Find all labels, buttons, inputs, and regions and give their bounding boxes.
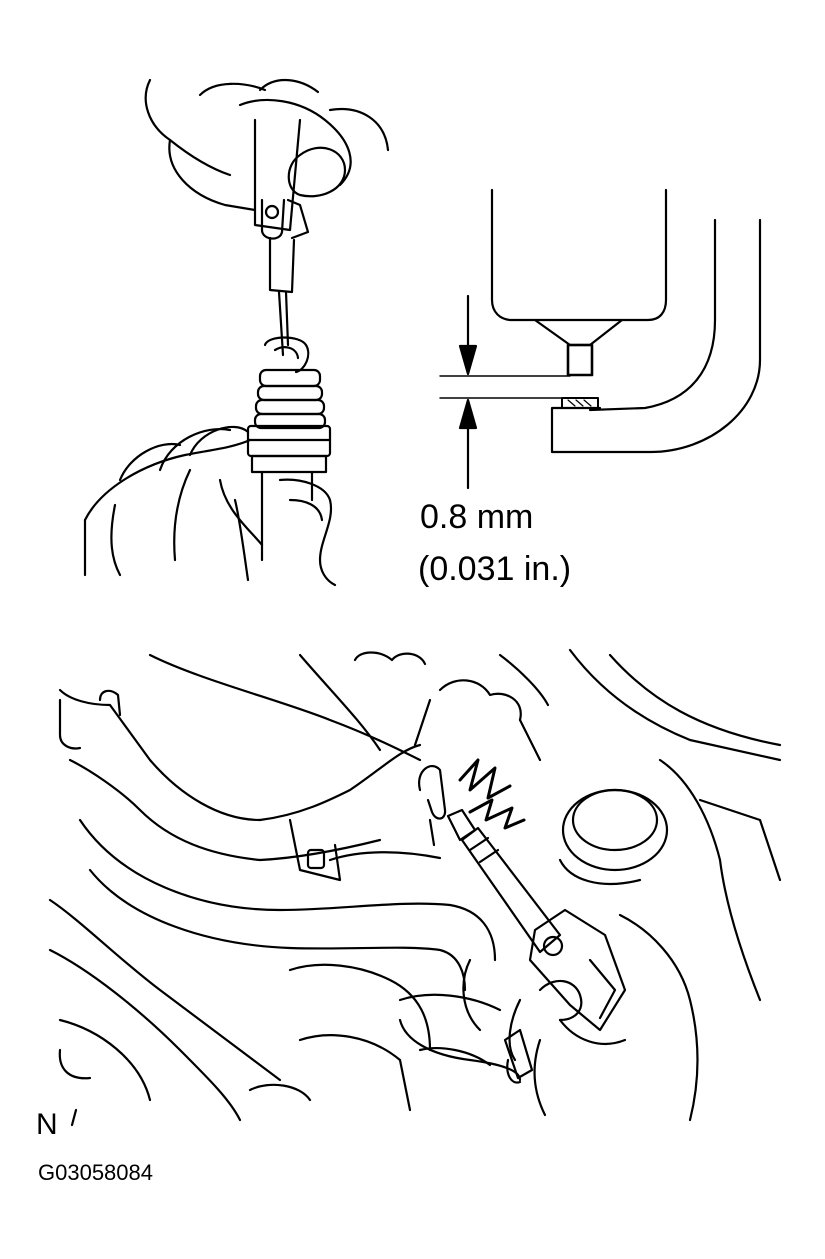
gap-measurement-inch: (0.031 in.) (418, 550, 572, 588)
figure-code: G03058084 (38, 1160, 153, 1185)
spark-plug-gap-gauge (85, 80, 388, 585)
gap-measurement-mm: 0.8 mm (420, 498, 534, 536)
ignition-test-spark (50, 650, 780, 1125)
corner-mark: N (36, 1108, 58, 1141)
spark-plug-electrode-detail (440, 190, 760, 488)
